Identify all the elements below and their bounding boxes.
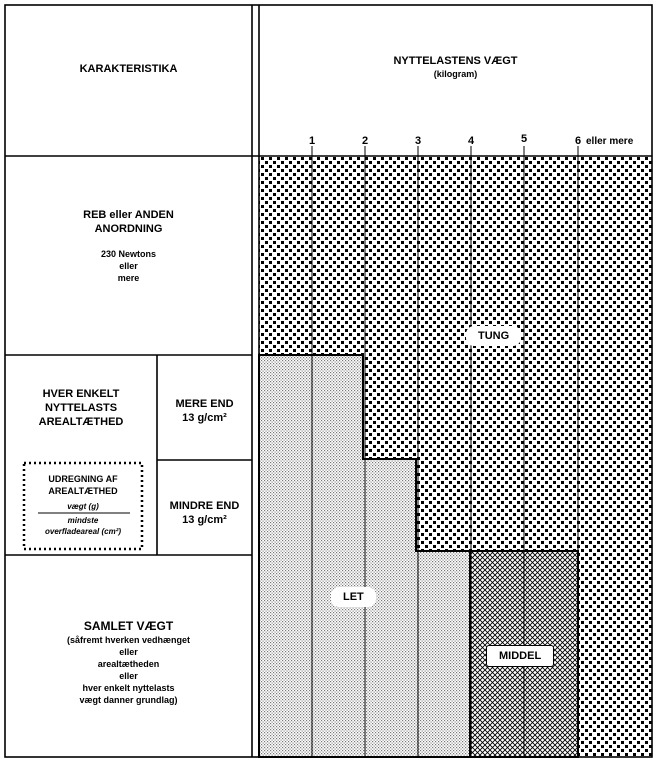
weight-header: NYTTELASTENS VÆGT (kilogram) [259, 54, 652, 80]
more-than-value: 13 g/cm² [182, 412, 227, 424]
table-borders [4, 4, 653, 758]
tick-2: 2 [361, 135, 369, 147]
weight-unit: (kilogram) [433, 69, 478, 79]
light-label: LET [331, 587, 376, 607]
calc-numerator: vægt (g) [67, 502, 99, 511]
tick-4: 4 [467, 135, 475, 147]
calc-denominator2: overfladeareal (cm²) [44, 527, 122, 536]
density-line1: HVER ENKELT [42, 388, 120, 400]
heavy-label: TUNG [466, 326, 522, 346]
less-than-cell: MINDRE END 13 g/cm² [157, 499, 252, 527]
total-line2: eller [119, 647, 138, 657]
characteristics-header: KARAKTERISTIKA [79, 63, 178, 75]
calc-denominator1: mindste [67, 516, 99, 525]
total-line3: arealtætheden [97, 659, 160, 669]
density-line3: AREALTÆTHED [38, 416, 124, 428]
rope-title-line1: REB eller ANDEN [83, 209, 174, 221]
weight-title: NYTTELASTENS VÆGT [393, 55, 518, 67]
rope-title-line2: ANORDNING [94, 223, 163, 235]
rope-or: eller [119, 261, 138, 271]
calc-title1: UDREGNING AF [48, 474, 118, 484]
total-weight-cell: SAMLET VÆGT (såfremt hverken vedhænget e… [5, 618, 252, 706]
rope-more: mere [117, 273, 140, 283]
total-line1: (såfremt hverken vedhænget [66, 635, 191, 645]
tick-6: 6 [574, 135, 582, 147]
tick-5: 5 [520, 133, 528, 145]
tick-1: 1 [308, 135, 316, 147]
density-cell: HVER ENKELT NYTTELASTS AREALTÆTHED [5, 387, 157, 429]
total-title: SAMLET VÆGT [83, 619, 174, 633]
total-line4: eller [119, 671, 138, 681]
more-than-label: MERE END [175, 398, 234, 410]
more-than-cell: MERE END 13 g/cm² [157, 397, 252, 425]
less-than-label: MINDRE END [169, 500, 240, 512]
density-line2: NYTTELASTS [44, 402, 118, 414]
medium-label: MIDDEL [486, 645, 555, 667]
calc-title2: AREALTÆTHED [48, 486, 118, 496]
rope-force: 230 Newtons [100, 249, 157, 259]
total-line5: hver enkelt nyttelasts [82, 683, 175, 693]
calc-box-border [22, 461, 144, 551]
less-than-value: 13 g/cm² [182, 514, 227, 526]
total-line6: vægt danner grundlag) [79, 695, 178, 705]
rope-cell: REB eller ANDEN ANORDNING 230 Newtons el… [5, 208, 252, 284]
tick-6-suffix: eller mere [586, 136, 634, 147]
weight-gridlines [311, 146, 579, 757]
density-calc-box: UDREGNING AF AREALTÆTHED vægt (g) mindst… [24, 473, 142, 537]
tick-3: 3 [414, 135, 422, 147]
